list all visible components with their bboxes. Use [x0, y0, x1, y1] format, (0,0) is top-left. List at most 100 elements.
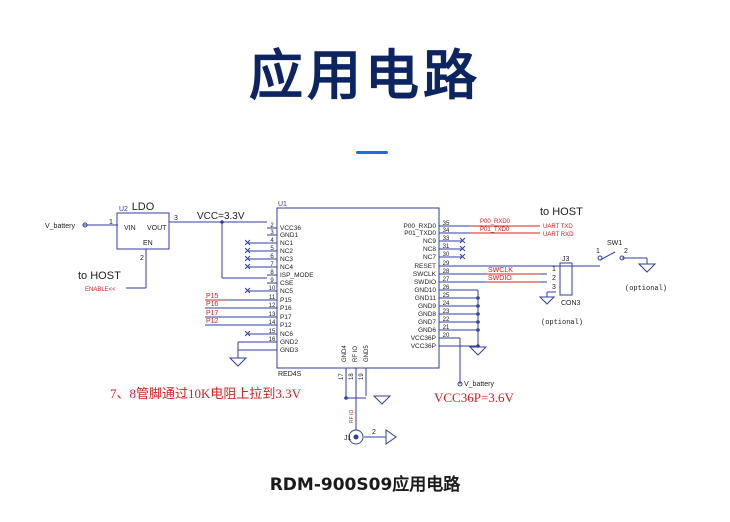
left-net-p16: P16: [206, 301, 219, 308]
net-swdio: SWDIO: [488, 275, 512, 282]
u1-right-pin-name: NC9: [423, 238, 436, 245]
u1-left-pin-lines: [205, 227, 277, 351]
u1-right-pin-name: P00_RXD0: [403, 223, 436, 230]
u1-right-pin-name: P01_TXD0: [404, 230, 436, 237]
vcc-label: VCC=3.3V: [197, 211, 245, 222]
u1-left-pin-num: 15: [269, 329, 276, 335]
u1-right-pin-num: 31: [443, 244, 450, 250]
u1-left-pin-name: NC3: [280, 256, 293, 263]
ldo-pin3: 3: [174, 215, 178, 222]
u1-bottom-pin-name-2: RF IO: [353, 346, 359, 362]
u1-left-pin-num: 7: [270, 262, 274, 268]
u1-left-pin-name: P15: [280, 297, 292, 304]
u1-left-pin-name: GND3: [280, 347, 298, 354]
u1-right-pin-num: 27: [443, 277, 450, 283]
ldo-to-host: to HOST: [78, 270, 121, 282]
u1-right-pin-num: 30: [443, 252, 450, 258]
vcc36p-note: VCC36P=3.6V: [434, 390, 515, 405]
ldo-pin1: 1: [109, 219, 113, 226]
u1-left-pin-num: 5: [270, 246, 274, 252]
u1-right-pin-num: 34: [443, 228, 450, 234]
u1-right-pin-num: 33: [443, 236, 450, 242]
u1-bottom-pin-num-2: 18: [349, 373, 355, 380]
u1-left-pin-num: 11: [269, 295, 276, 301]
u1-right-pin-name: NC7: [423, 254, 436, 261]
u1-bottom-pin-num-1: 17: [339, 373, 345, 380]
ldo-ref: U2: [119, 206, 128, 213]
u1-bottom-pin-name-3: GND5: [364, 345, 370, 362]
u1-left-pin-num: 2: [270, 223, 274, 229]
net-swclk: SWCLK: [488, 267, 513, 274]
u1-right-pin-name: RESET: [414, 263, 436, 270]
u1-left-pin-name: P16: [280, 305, 292, 312]
u1-right-pin-num: 29: [443, 261, 450, 267]
page-title: 应用电路: [249, 44, 481, 107]
u1-right-pin-name: VCC36P: [411, 335, 436, 342]
u1-right-pin-name: VCC36P: [411, 343, 436, 350]
uart-txd: UART TXD: [543, 224, 573, 230]
u1-right-pin-num: 35: [443, 221, 450, 227]
u1-left-pin-name: VCC36: [280, 225, 301, 232]
left-net-p17: P17: [206, 310, 219, 317]
u1-bottom-pin-name-1: GND4: [342, 345, 348, 362]
sw1-pin1: 1: [596, 248, 600, 255]
u1-right-pin-name: GND6: [418, 327, 436, 334]
ldo-enable: ENABLE<<: [85, 287, 116, 293]
u1-left-pin-num: 8: [270, 270, 274, 276]
ldo-vin: VIN: [124, 225, 136, 232]
u1-left-pin-num: 13: [269, 312, 276, 318]
pullup-note: 7、8管脚通过10K电阻上拉到3.3V: [110, 386, 302, 401]
u1-left-pins: VCC362GND13NC14NC25NC36NC47ISP_MODE8CSE9…: [269, 223, 315, 354]
sw1-pin2: 2: [624, 248, 628, 255]
u1-right-pin-name: SWDIO: [414, 279, 436, 286]
u1-left-pin-name: CSE: [280, 280, 294, 287]
vbattery-bottom: V_battery: [464, 381, 494, 388]
u1-left-pin-num: 10: [269, 286, 276, 292]
u1-left-pin-name: ISP_MODE: [280, 272, 314, 279]
ldo-title: LDO: [132, 201, 155, 213]
j3-pin3: 3: [552, 284, 556, 291]
u1-right-pin-name: GND9: [418, 303, 436, 310]
u1-right-pin-num: 28: [443, 269, 450, 275]
left-net-p15: P15: [206, 293, 219, 300]
u1-left-pin-num: 4: [270, 238, 274, 244]
sw1-optional: (optional): [625, 285, 667, 293]
host-to-host: to HOST: [540, 206, 583, 218]
u1-left-pin-name: GND2: [280, 339, 298, 346]
u1-left-pin-num: 9: [270, 278, 274, 284]
ant-net: RF IO: [349, 410, 355, 423]
u1-right-pin-name: NC8: [423, 246, 436, 253]
u1-right-pin-lines: [439, 225, 600, 347]
u1-right-pin-num: 25: [443, 293, 450, 299]
u1-left-pin-num: 14: [269, 320, 276, 326]
u1-ref: U1: [278, 201, 287, 208]
j3-optional: (optional): [541, 319, 583, 327]
u1-right-pin-num: 26: [443, 285, 450, 291]
u1-left-pin-name: NC6: [280, 331, 293, 338]
u1-left-pin-name: P12: [280, 322, 292, 329]
u1-right-pin-num: 23: [443, 309, 450, 315]
ldo-en: EN: [143, 240, 153, 247]
u1-right-pin-name: SWCLK: [413, 271, 437, 278]
u1-left-pin-name: NC4: [280, 264, 293, 271]
u1-right-pin-num: 20: [443, 333, 450, 339]
ant-pin2: 2: [372, 429, 376, 436]
diagram-caption: RDM-900S09应用电路: [269, 475, 461, 495]
sw1-ref: SW1: [607, 240, 622, 247]
j3-ref: J3: [562, 256, 570, 263]
u1-left-pin-name: NC2: [280, 248, 293, 255]
net-txd0: P01_TXD0: [480, 227, 510, 233]
u1-right-pin-num: 22: [443, 317, 450, 323]
uart-rxd: UART RXD: [543, 232, 574, 238]
u1-right-pin-name: GND11: [415, 295, 437, 302]
j3-part: CON3: [561, 300, 581, 307]
ldo-pin2: 2: [140, 255, 144, 262]
u1-bottom-pin-num-3: 19: [359, 373, 365, 380]
u1-left-pin-name: NC1: [280, 240, 293, 247]
title-divider: [356, 151, 388, 154]
u1-left-pin-name: NC5: [280, 288, 293, 295]
net-rxd0: P00_RXD0: [480, 219, 511, 225]
u1-left-pin-num: 6: [270, 254, 274, 260]
u1-part: RED4S: [278, 371, 302, 378]
